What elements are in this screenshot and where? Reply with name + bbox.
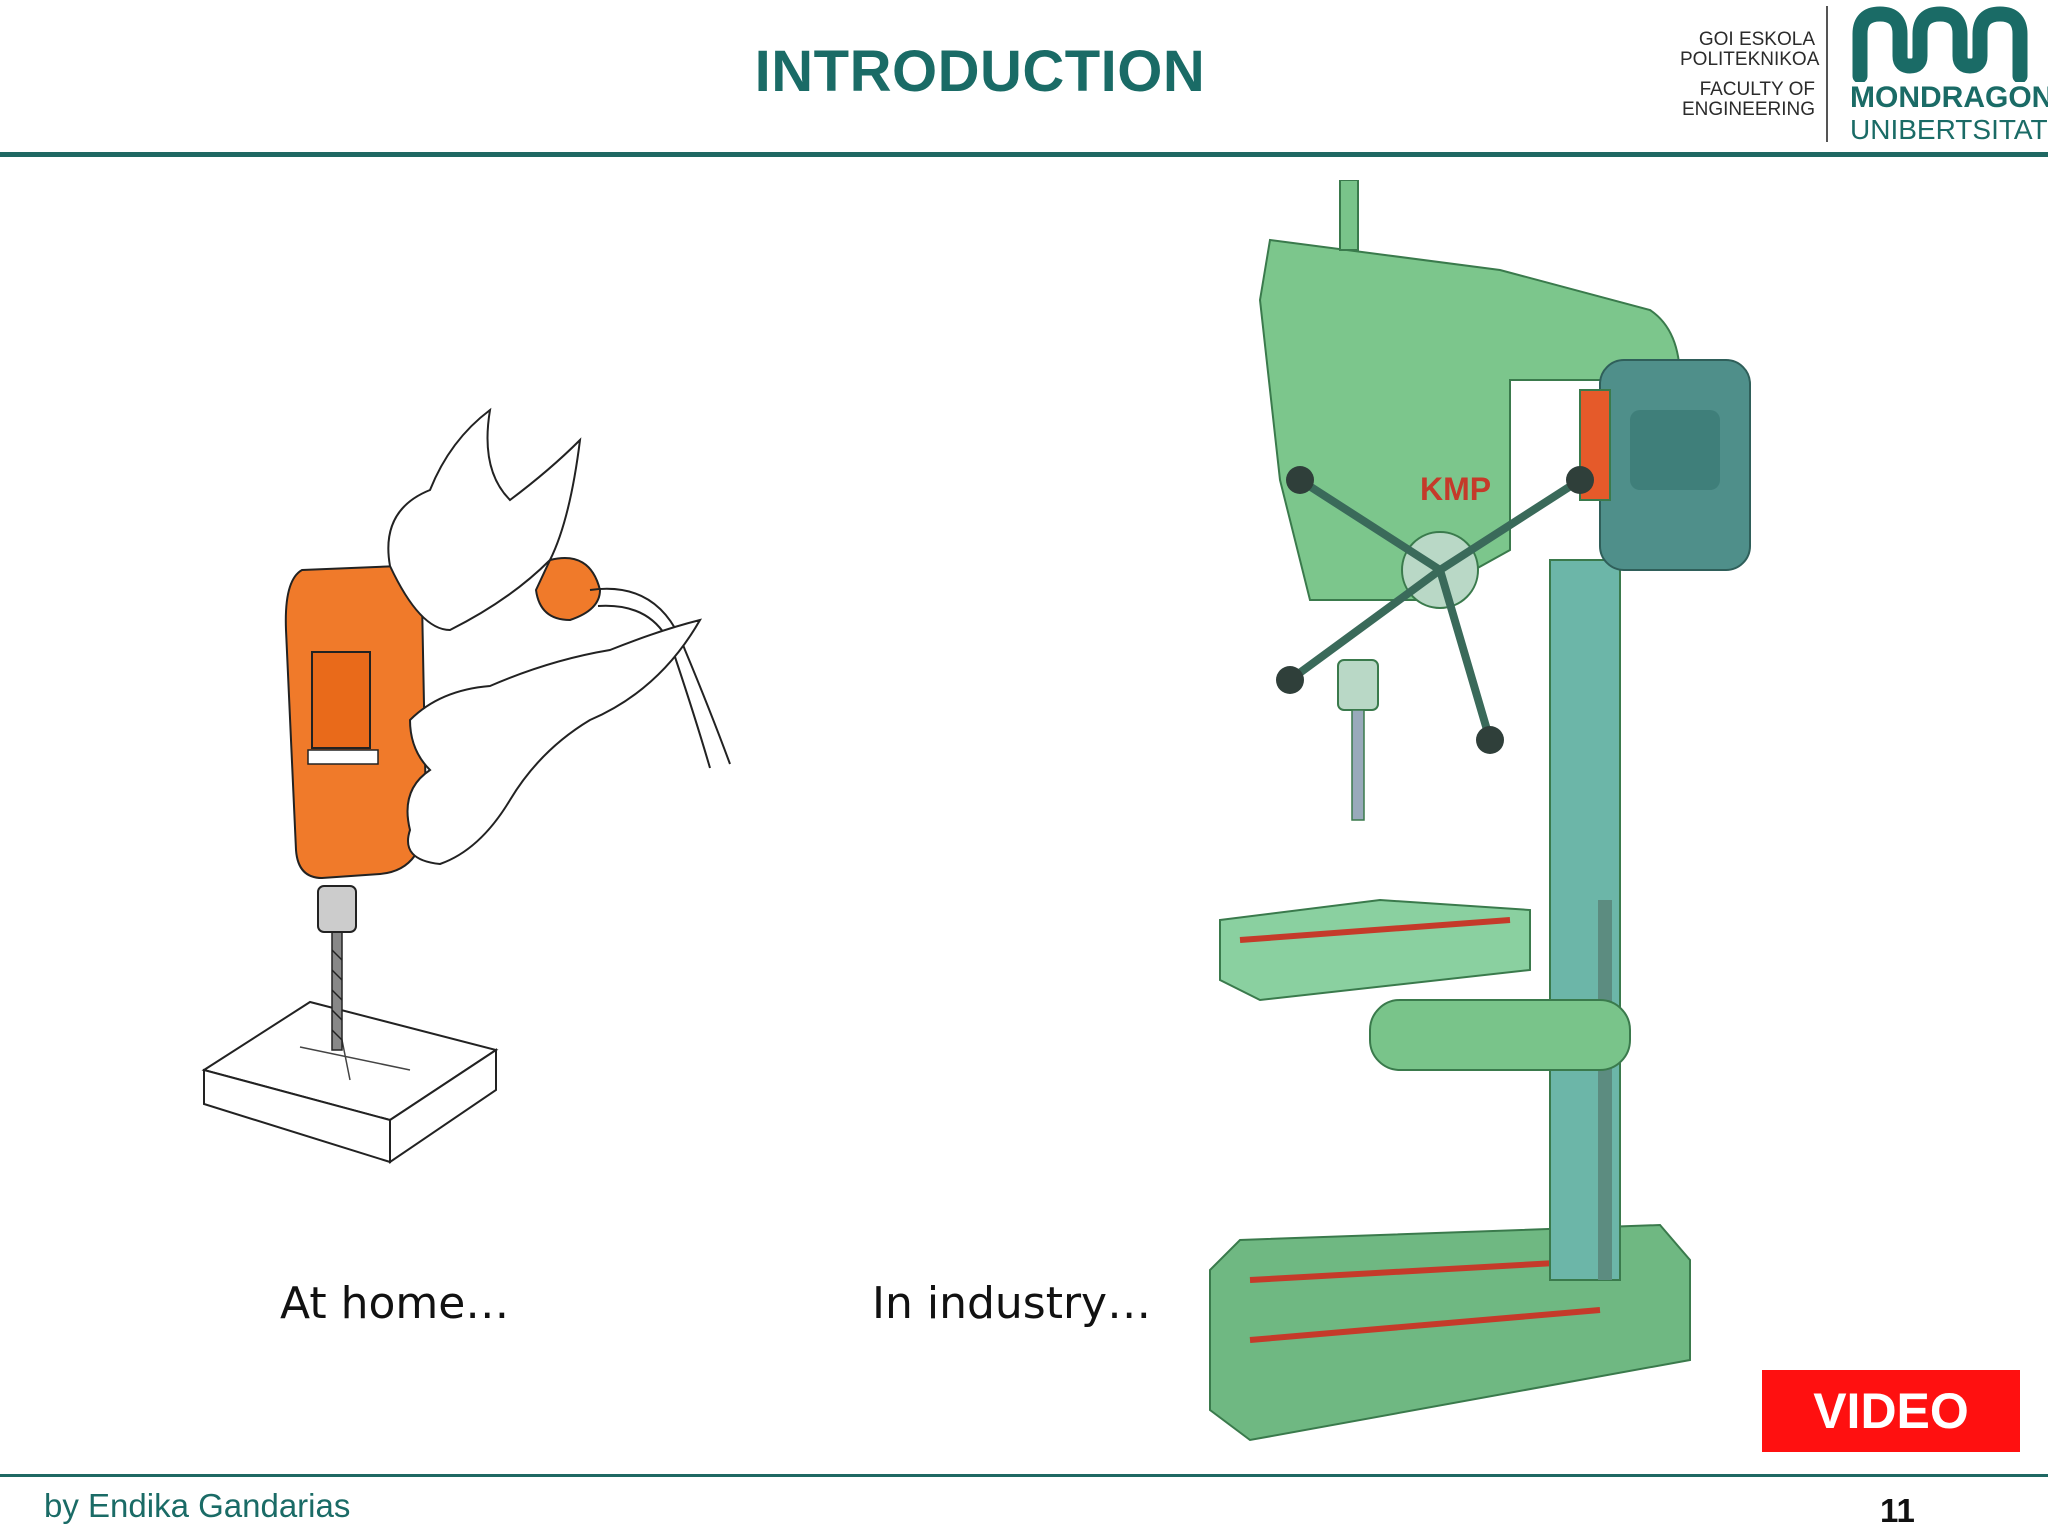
- footer-author: by Endika Gandarias: [44, 1487, 351, 1524]
- logo-name-2: UNIBERTSITATEA: [1850, 114, 2048, 145]
- logo-line-4: ENGINEERING: [1681, 99, 1815, 120]
- page-number: 11: [1880, 1492, 1915, 1529]
- drill-table: [1219, 898, 1531, 1002]
- brand-label: KMP: [1420, 471, 1491, 507]
- logo-line-2: POLITEKNIKOA: [1680, 49, 1820, 70]
- logo-line-1: GOI ESKOLA: [1698, 29, 1815, 50]
- header-divider: [0, 152, 2048, 157]
- mu-logo-icon: [1852, 6, 2028, 82]
- caption-at-home: At home…: [280, 1278, 510, 1329]
- video-button[interactable]: VIDEO: [1762, 1370, 2020, 1452]
- lower-hand: [406, 618, 703, 866]
- slide-title: INTRODUCTION: [754, 39, 1206, 104]
- university-logo: GOI ESKOLA POLITEKNIKOA FACULTY OF ENGIN…: [1680, 0, 2048, 148]
- drill-head: [1258, 238, 1682, 601]
- workpiece-block: [201, 1000, 499, 1164]
- hand-drill-illustration: [201, 407, 731, 1164]
- logo-line-3: FACULTY OF: [1699, 79, 1815, 100]
- footer-divider: [0, 1474, 2048, 1477]
- pillar-drill-illustration: KMP: [1209, 180, 1751, 1442]
- caption-in-industry: In industry…: [872, 1278, 1152, 1329]
- logo-name-1: MONDRAGON: [1850, 81, 2048, 114]
- upper-hand: [387, 407, 582, 632]
